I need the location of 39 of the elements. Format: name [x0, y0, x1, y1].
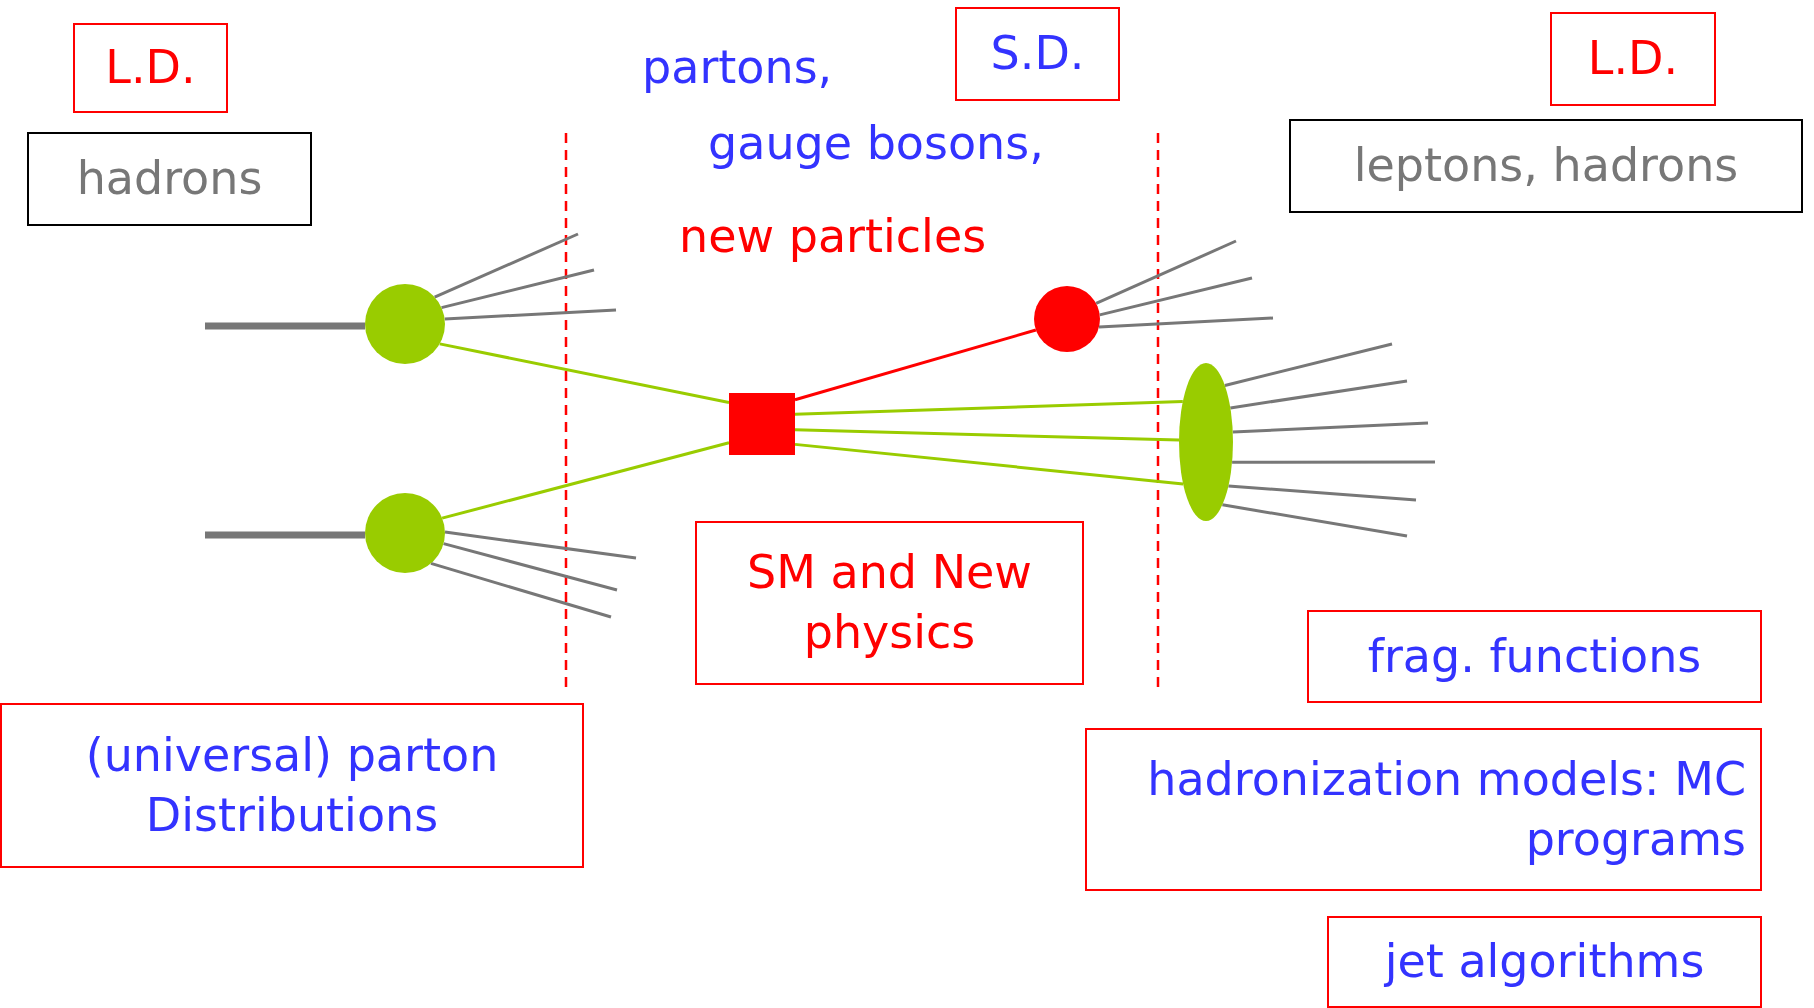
particle-line: [794, 442, 1184, 486]
particle-line: [1224, 342, 1393, 387]
particle-line: [439, 342, 730, 405]
particle-line: [794, 399, 1183, 416]
particle-line: [441, 268, 595, 310]
method-box: hadronization models: MC programs: [1085, 728, 1762, 891]
particle-line: [444, 530, 637, 560]
region-label: L.D.: [1550, 12, 1716, 106]
particle-box: hadrons: [27, 132, 312, 226]
decay-blob: [1034, 286, 1100, 352]
particle-line: [443, 542, 618, 592]
region-label: S.D.: [955, 7, 1120, 101]
particle-line: [794, 428, 1180, 442]
hard-process-square: [729, 393, 795, 455]
region-label: L.D.: [73, 23, 228, 113]
particle-label: gauge bosons,: [708, 116, 1044, 170]
particle-line: [1228, 484, 1417, 502]
method-box: frag. functions: [1307, 610, 1762, 703]
particle-line: [444, 308, 617, 321]
particle-line: [1230, 379, 1408, 410]
particle-label: partons,: [642, 40, 833, 94]
particle-box: leptons, hadrons: [1289, 119, 1803, 213]
particle-line: [1232, 421, 1429, 434]
particle-line: [430, 562, 612, 619]
hadronization-ellipse: [1179, 363, 1233, 521]
particle-line: [1099, 276, 1253, 317]
particle-label: new particles: [679, 209, 987, 263]
particle-line: [1098, 316, 1274, 329]
particle-line: [441, 441, 730, 520]
method-box: jet algorithms: [1327, 916, 1762, 1008]
particle-line: [1095, 239, 1237, 305]
hadron-blob: [365, 493, 445, 573]
particle-line: [1222, 503, 1408, 538]
particle-line: [1232, 460, 1435, 464]
physics-box: SM and New physics: [695, 521, 1084, 685]
hadron-blob: [365, 284, 445, 364]
particle-line: [794, 328, 1037, 402]
particle-line: [434, 232, 579, 299]
method-box: (universal) parton Distributions: [0, 703, 584, 868]
